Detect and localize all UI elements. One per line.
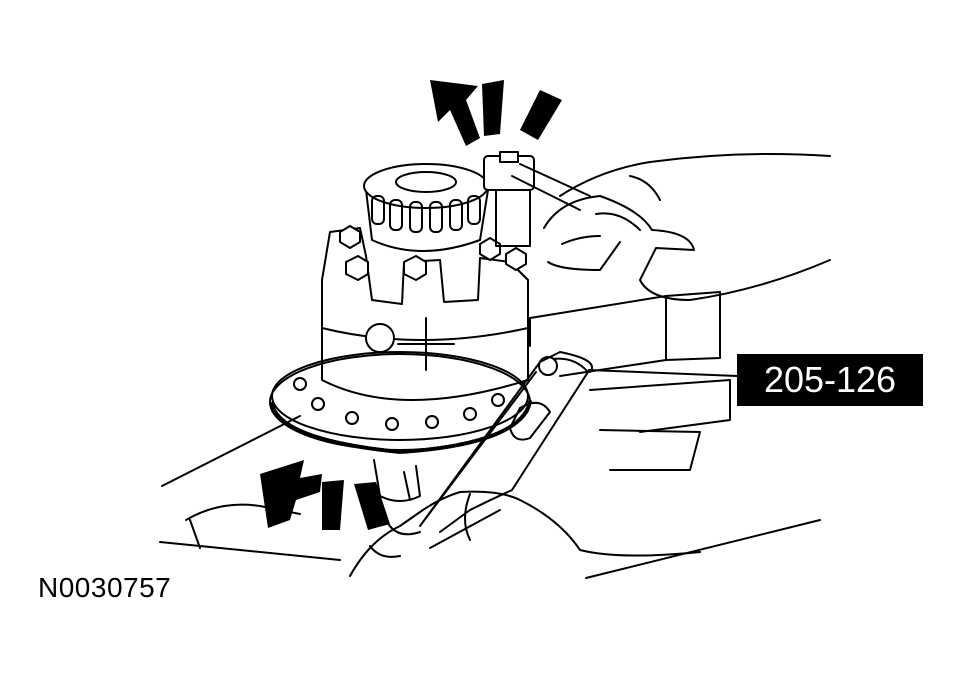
ring-gear (269, 351, 532, 454)
vise-block (529, 291, 731, 471)
bearing-cone (363, 163, 489, 252)
case-bolts (339, 225, 527, 281)
upper-hand (543, 153, 831, 301)
support-stand (373, 459, 421, 502)
rotation-arrow-upper (430, 80, 562, 146)
holding-wrench (419, 351, 593, 533)
lower-hand (185, 471, 701, 577)
differential-case (321, 227, 529, 401)
bench-surface (159, 415, 821, 579)
figure-id-label: N0030757 (38, 572, 172, 603)
rotation-arrow-icon (430, 80, 562, 146)
callout-leader-line (587, 369, 738, 377)
rotation-arrow-lower (260, 460, 390, 530)
rotation-arrow-icon (260, 460, 390, 530)
tool-number-callout: 205-126 (737, 354, 923, 406)
ratchet-socket (483, 151, 591, 247)
